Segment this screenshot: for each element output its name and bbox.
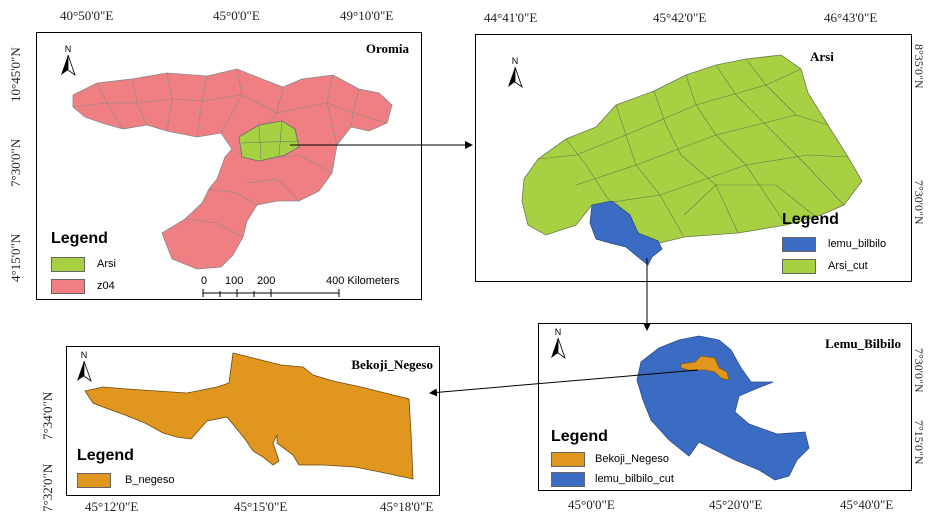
bekoji-map-title: Bekoji_Negeso [351,357,433,372]
arsi-legend-label-arsi-cut: Arsi_cut [828,260,868,272]
lemu-bilbilo-shape [589,200,663,266]
svg-text:N: N [65,44,72,54]
oromia-top-coord-2: 45°0'0"E [213,8,260,23]
lemu-bottom-coord-1: 45°0'0"E [568,497,615,512]
oromia-scale-bar: 0 100 200 400 Kilometers [201,275,421,299]
arsi-top-coord-1: 44°41'0"E [484,10,538,25]
lemu-map-title: Lemu_Bilbilo [825,336,901,351]
oromia-zones-shape [72,68,393,270]
oromia-map-title: Oromia [365,41,409,56]
oromia-legend-label-arsi: Arsi [97,258,116,270]
lemu-legend-title: Legend [551,428,608,445]
arsi-top-coord-3: 46°43'0"E [824,10,878,25]
bekoji-bottom-coord-1: 45°12'0"E [85,499,139,514]
bekoji-negeso-shape [680,355,730,381]
bekoji-bottom-coord-3: 45°18'0"E [380,499,434,514]
scale-tick-100: 100 [225,275,244,287]
scale-tick-200: 200 [257,275,276,287]
north-arrow-icon: N [77,350,92,383]
lemu-legend-swatch-lemu-cut [551,472,585,487]
oromia-top-coord-1: 40°50'0"E [60,8,114,23]
oromia-top-coord-3: 49°10'0"E [340,8,394,23]
bekoji-bottom-coord-2: 45°15'0"E [234,499,288,514]
arsi-highlight-shape [238,120,300,162]
north-arrow-icon: N [61,44,76,77]
north-arrow-icon: N [551,327,566,360]
oromia-legend-title: Legend [51,230,108,247]
bekoji-legend-title: Legend [77,447,134,464]
oromia-legend-swatch-z04 [51,279,85,294]
lemu-legend-swatch-bekoji [551,452,585,467]
arsi-legend-swatch-lemu [782,237,816,252]
scale-tick-0: 0 [201,275,208,287]
bekoji-map-frame: N Bekoji_Negeso Legend B_negeso [66,346,440,496]
lemu-legend-label-lemu-cut: lemu_bilbilo_cut [595,473,674,485]
lemu-bottom-coord-2: 45°20'0"E [709,497,763,512]
b-negeso-shape [84,352,414,480]
svg-text:N: N [555,327,562,337]
scale-tick-400: 400 Kilometers [326,275,400,287]
oromia-region-map [72,68,393,270]
arsi-map-frame: N Arsi Legend lemu_bilbilo Arsi_cut [475,34,912,282]
arsi-legend-swatch-arsi-cut [782,259,816,274]
arsi-cut-shape [521,54,863,244]
oromia-legend-label-z04: z04 [97,280,115,292]
north-arrow-icon: N [508,56,523,89]
lemu-bottom-coord-3: 45°40'0"E [840,497,894,512]
oromia-map-frame: N Oromia Legend Arsi z0 [36,32,422,300]
svg-text:N: N [512,56,519,66]
bekoji-kebele-map [84,352,414,480]
arsi-legend-title: Legend [782,211,839,228]
arsi-map-title: Arsi [810,49,834,64]
lemu-legend-label-bekoji: Bekoji_Negeso [595,453,669,465]
bekoji-legend-label-negeso: B_negeso [125,474,175,486]
arsi-zone-map [521,54,863,266]
arsi-top-coord-2: 45°42'0"E [653,10,707,25]
arrow-lemu-to-bekoji [429,369,699,397]
oromia-legend-swatch-arsi [51,257,85,272]
svg-text:N: N [81,350,88,360]
bekoji-legend-swatch-negeso [77,473,111,488]
arsi-legend-label-lemu: lemu_bilbilo [828,238,887,250]
